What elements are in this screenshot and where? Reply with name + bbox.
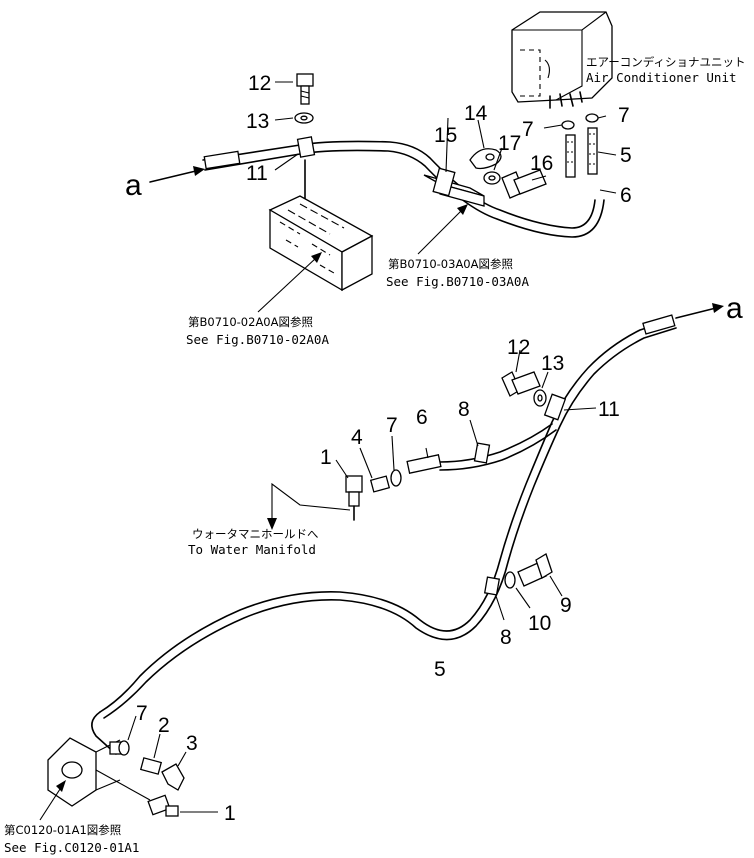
label-2: 2 — [158, 714, 170, 737]
fig-02-caption-en: See Fig.B0710-02A0A — [186, 332, 329, 347]
hose-6-upper-stub — [565, 134, 576, 178]
washer-17-upper — [483, 147, 503, 185]
bolt-9 — [517, 553, 563, 597]
bolt-12-lower — [501, 349, 541, 397]
label-7-middle: 7 — [386, 414, 398, 437]
ref-arrow-battery — [257, 252, 322, 313]
washer-13-lower — [533, 371, 549, 407]
sensor-switch-1-upper — [335, 459, 363, 521]
label-6-upper: 6 — [620, 184, 632, 207]
bolt-12-upper — [296, 73, 314, 105]
label-16-upper: 16 — [530, 152, 553, 175]
label-7-upper-left: 7 — [522, 118, 534, 141]
label-8-lower: 8 — [500, 626, 512, 649]
label-11-upper: 11 — [246, 162, 268, 185]
bracket-15 — [423, 117, 485, 207]
label-13-lower: 13 — [541, 352, 564, 375]
washer-10 — [504, 571, 531, 609]
label-1-lower: 1 — [224, 802, 236, 825]
label-1-upper: 1 — [320, 446, 332, 469]
washer-7-lower — [390, 435, 402, 487]
label-11-lower: 11 — [598, 398, 620, 421]
label-3: 3 — [186, 732, 198, 755]
label-a-left: a — [125, 169, 142, 202]
label-5-upper: 5 — [620, 144, 632, 167]
arrow-a-right — [675, 303, 724, 319]
label-6-lower: 6 — [416, 406, 428, 429]
arrow-a-left — [149, 166, 205, 183]
air-conditioner-unit-outline — [511, 11, 613, 130]
label-15-upper: 15 — [434, 124, 457, 147]
hose-5-long — [99, 314, 677, 719]
fitting-4 — [359, 447, 391, 493]
water-caption-ja: ウォータマニホールドへ — [192, 527, 319, 541]
fig-c-caption-ja: 第C0120-01A1図参照 — [4, 823, 121, 837]
fig-03-caption-en: See Fig.B0710-03A0A — [386, 274, 529, 289]
hose-5-upper — [587, 127, 598, 175]
ref-arrow-bracket — [417, 204, 468, 255]
clip-14 — [469, 119, 502, 170]
clip-8-upper — [469, 419, 491, 464]
ref-arrow-engine — [39, 780, 66, 821]
fig-02-caption-ja: 第B0710-02A0A図参照 — [188, 315, 313, 329]
label-17-upper: 17 — [498, 132, 521, 155]
water-caption-en: To Water Manifold — [188, 542, 316, 557]
aircon-caption-en: Air Conditioner Unit — [586, 70, 737, 85]
fig-c-caption-en: See Fig.C0120-01A1 — [4, 840, 139, 855]
label-10: 10 — [528, 612, 551, 635]
clip-8-lower — [483, 576, 505, 621]
label-5-lower: 5 — [434, 658, 446, 681]
label-12-lower: 12 — [507, 336, 530, 359]
fig-03-caption-ja: 第B0710-03A0A図参照 — [388, 257, 513, 271]
label-a-right: a — [726, 292, 743, 325]
label-7-upper-right: 7 — [618, 104, 630, 127]
washer-7-bottom — [118, 715, 137, 756]
elbow-3 — [161, 751, 187, 791]
label-4: 4 — [351, 426, 363, 449]
label-14-upper: 14 — [464, 102, 488, 125]
battery-box-outline — [268, 195, 374, 292]
aircon-caption-ja: エアーコンディショナユニット — [586, 55, 746, 69]
label-13-upper: 13 — [246, 110, 269, 133]
label-12-upper: 12 — [248, 72, 271, 95]
sensor-switch-1-lower — [95, 769, 218, 817]
fitting-2 — [139, 733, 163, 775]
hose-6-lower — [406, 423, 557, 474]
clamp-11-lower — [543, 393, 597, 421]
water-manifold-arrow — [267, 482, 351, 530]
label-9: 9 — [560, 594, 572, 617]
bolt-16-upper — [501, 169, 547, 199]
clamp-11-upper — [296, 136, 316, 201]
elbow-hose-end — [91, 711, 123, 755]
label-7-bottom: 7 — [136, 702, 148, 725]
washer-13-upper — [294, 112, 314, 124]
label-8-upper: 8 — [458, 398, 470, 421]
